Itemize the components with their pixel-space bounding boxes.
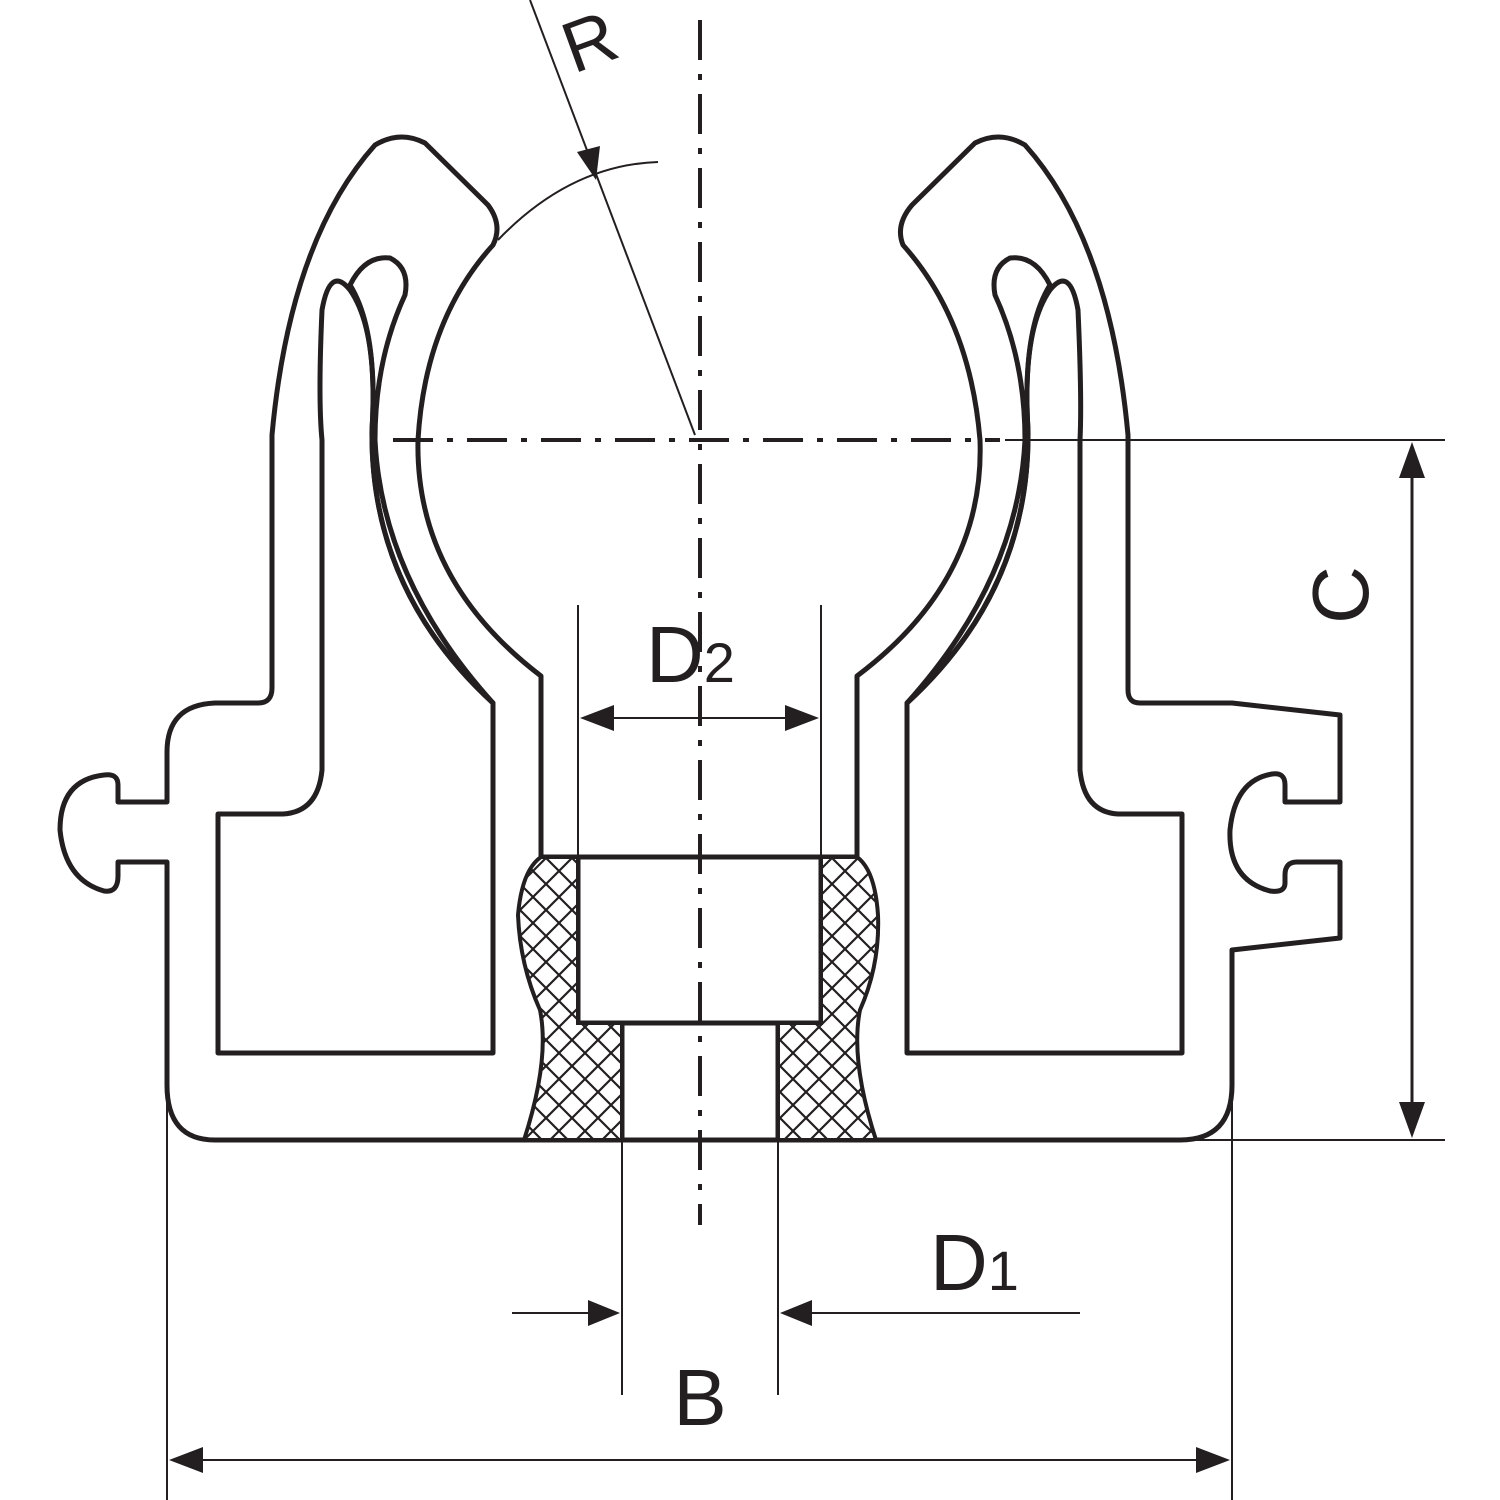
- d1-arrowhead-right: [780, 1300, 812, 1326]
- radius-leader: [529, 0, 696, 436]
- d1-arrowhead-left: [588, 1300, 620, 1326]
- c-arrowhead-top: [1399, 442, 1425, 478]
- right-insert-hatch: [776, 855, 881, 1142]
- d2-label: D2: [646, 610, 735, 699]
- b-arrowhead-right: [1196, 1447, 1230, 1473]
- left-pocket-outline: [215, 278, 496, 1056]
- d1-letter: D: [930, 1218, 988, 1307]
- left-insert-hatch: [515, 855, 624, 1142]
- d2-arrowhead-left: [580, 705, 614, 731]
- clip-body-outline: [57, 134, 1343, 1143]
- radius-arc: [497, 161, 659, 241]
- b-arrowhead-left: [169, 1447, 203, 1473]
- right-spring-slot: [904, 255, 1053, 706]
- radius-arrowhead: [577, 146, 600, 180]
- d2-subscript: 2: [704, 631, 735, 694]
- left-spring-slot: [347, 255, 496, 706]
- height-label-c: C: [1296, 566, 1385, 624]
- c-arrowhead-bottom: [1399, 1102, 1425, 1138]
- width-label-b: B: [673, 1353, 726, 1442]
- d1-label: D1: [930, 1218, 1019, 1307]
- right-pocket-outline: [904, 278, 1185, 1056]
- d1-subscript: 1: [988, 1239, 1019, 1302]
- radius-label: R: [552, 0, 628, 89]
- d2-arrowhead-right: [785, 705, 819, 731]
- d2-letter: D: [646, 610, 704, 699]
